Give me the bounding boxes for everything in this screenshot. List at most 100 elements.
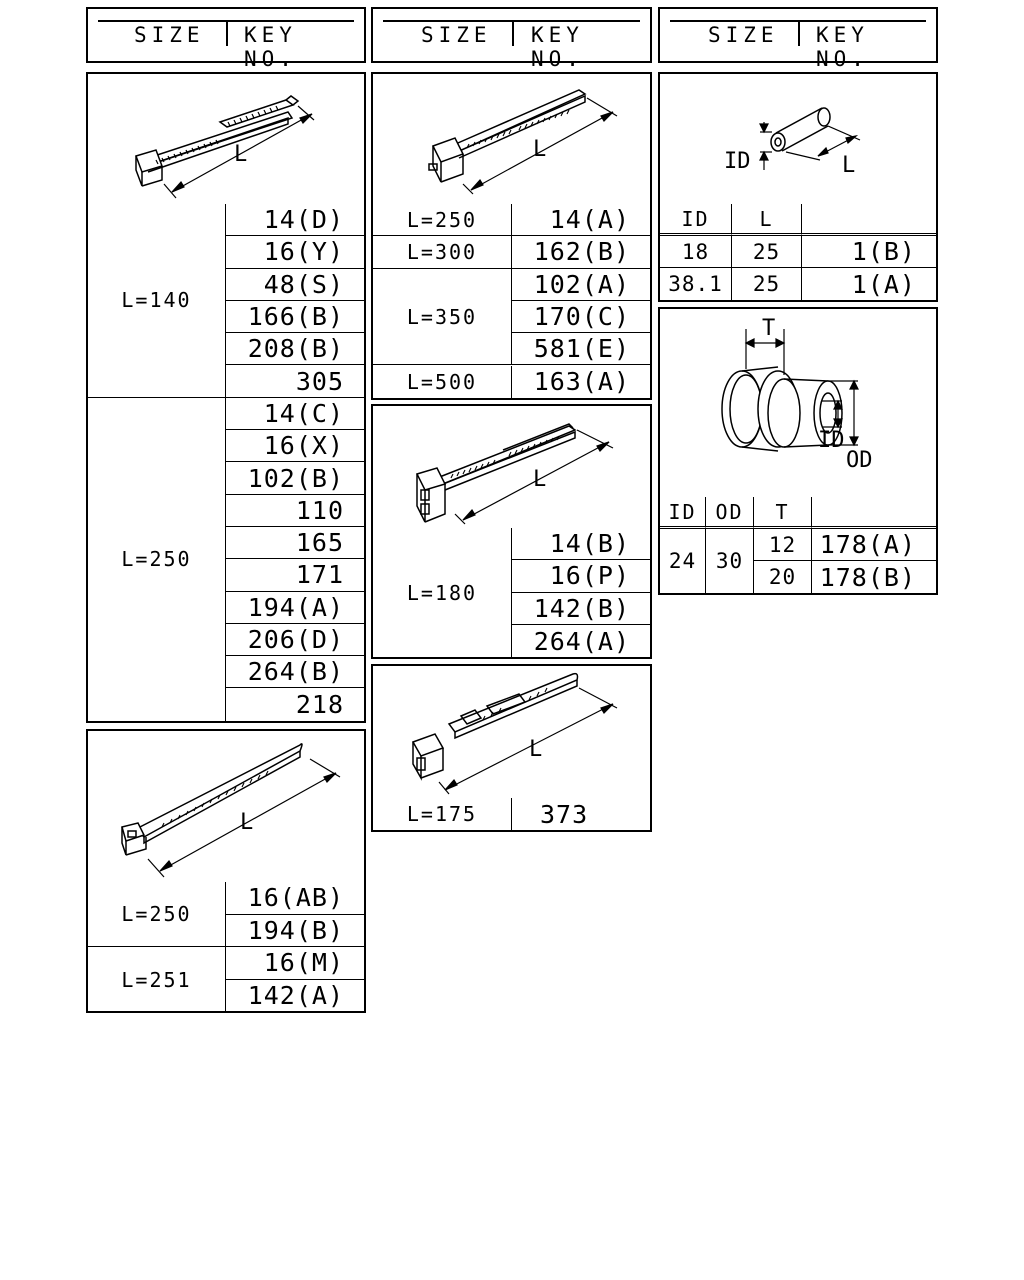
grommet-header-cell: T <box>754 497 812 529</box>
cable-tie-drawing: L <box>135 95 315 199</box>
header-key-no: KEY NO. <box>816 23 869 71</box>
header-col-3: SIZE KEY NO. <box>658 7 938 71</box>
cable-tie-panel: L <box>86 72 366 723</box>
length-label: L <box>533 137 546 162</box>
header-size: SIZE <box>134 23 205 47</box>
key-no-cell: 16(AB) <box>226 882 364 915</box>
grommet-t-cell: 20 <box>754 561 812 593</box>
grommet-header-cell: OD <box>706 497 754 529</box>
tie-175-drawing: L <box>411 672 618 795</box>
tube-header-cell: L <box>732 204 802 236</box>
t-label: T <box>762 316 775 341</box>
header-divider <box>798 20 800 46</box>
header-col-1: SIZE KEY NO. <box>86 7 366 71</box>
mount-tie-drawing: L <box>428 89 618 195</box>
id-label: ID <box>724 149 751 174</box>
key-no-cell: 194(B) <box>226 915 364 947</box>
grommet-od-cell: 30 <box>706 529 754 593</box>
key-no-cell: 165 <box>226 527 364 560</box>
key-no-cell: 14(B) <box>512 528 650 561</box>
size-cell: L=175 <box>373 798 512 830</box>
tube-header-cell: ID <box>660 204 732 236</box>
header-size: SIZE <box>421 23 492 47</box>
size-cell: L=300 <box>373 236 512 269</box>
grommet-panel: T ID OD <box>658 307 938 595</box>
grommet-drawing: T ID OD <box>721 316 873 473</box>
key-no-cell: 14(D) <box>226 204 364 237</box>
header-divider <box>512 20 514 46</box>
length-label: L <box>529 737 542 762</box>
tube-length-cell: 25 <box>732 268 802 300</box>
size-cell: L=180 <box>373 528 512 658</box>
key-no-cell: 166(B) <box>226 301 364 334</box>
header-rule <box>383 20 640 22</box>
size-cell: L=350 <box>373 268 512 366</box>
size-cell: L=250 <box>88 397 226 721</box>
grommet-id-cell: 24 <box>660 529 706 593</box>
key-no-cell: 218 <box>295 690 344 720</box>
key-no-cell: 178(B) <box>819 562 916 592</box>
plain-tie-drawing: L <box>121 743 341 878</box>
tie-175-panel: L <box>371 664 652 832</box>
key-no-cell: 102(B) <box>226 462 364 495</box>
key-no-cell: 102(A) <box>512 269 650 301</box>
key-no-cell: 178(A) <box>812 529 936 561</box>
key-no-cell: 16(X) <box>226 430 364 463</box>
key-no-cell: 162(B) <box>512 236 650 269</box>
key-no-cell: 16(Y) <box>226 236 364 269</box>
key-no-cell: 142(B) <box>512 593 650 625</box>
key-no-cell: 264(B) <box>226 656 364 689</box>
size-cell: L=500 <box>373 365 512 398</box>
header-key-no: KEY NO. <box>531 23 584 71</box>
mount-tie-panel: L <box>371 72 652 400</box>
grommet-header-cell: ID <box>660 497 706 529</box>
key-no-cell: 163(A) <box>533 367 630 397</box>
key-no-cell: 14(A) <box>512 204 650 237</box>
key-no-cell: 110 <box>226 495 364 527</box>
header-size: SIZE <box>708 23 779 47</box>
header-divider <box>226 20 228 46</box>
grommet-t-cell: 12 <box>754 529 812 561</box>
length-label: L <box>842 153 855 178</box>
od-label: OD <box>846 448 873 473</box>
header-key-no: KEY NO. <box>244 23 297 71</box>
key-no-cell: 208(B) <box>226 333 364 366</box>
key-no-cell: 48(S) <box>226 269 364 301</box>
id-label: ID <box>818 428 845 453</box>
tie-175-table: L=175 373 <box>373 798 650 830</box>
key-no-cell: 194(A) <box>226 592 364 624</box>
size-cell: L=140 <box>88 204 226 398</box>
length-label: L <box>234 142 247 167</box>
key-no-cell: 264(A) <box>533 626 630 656</box>
tube-id-cell: 18 <box>660 236 732 268</box>
length-label: L <box>533 467 546 492</box>
key-no-cell: 16(P) <box>512 560 650 593</box>
key-no-cell: 206(D) <box>226 624 364 657</box>
key-no-cell: 1(A) <box>851 269 916 299</box>
header-col-2: SIZE KEY NO. <box>371 7 652 71</box>
key-no-cell: 305 <box>226 366 364 398</box>
size-cell: L=250 <box>373 204 512 237</box>
key-no-cell: 142(A) <box>247 981 344 1011</box>
tube-panel: ID L <box>658 72 938 302</box>
key-no-cell: 1(B) <box>802 236 936 268</box>
key-no-cell: 581(E) <box>512 333 650 366</box>
tube-drawing: ID L <box>724 107 861 178</box>
tie-180-drawing: L <box>415 423 614 525</box>
key-no-cell: 171 <box>226 559 364 592</box>
tube-length-cell: 25 <box>732 236 802 268</box>
key-no-cell: 14(C) <box>226 398 364 431</box>
size-cell: L=251 <box>88 947 226 1012</box>
tie-180-panel: L <box>371 404 652 659</box>
key-no-cell: 16(M) <box>226 947 364 980</box>
plain-tie-panel: L <box>86 729 366 1013</box>
tube-id-cell: 38.1 <box>660 268 732 300</box>
key-no-cell: 373 <box>540 799 589 829</box>
grommet-header-cell <box>812 497 936 529</box>
key-no-cell: 170(C) <box>512 301 650 334</box>
size-cell: L=250 <box>88 882 226 947</box>
